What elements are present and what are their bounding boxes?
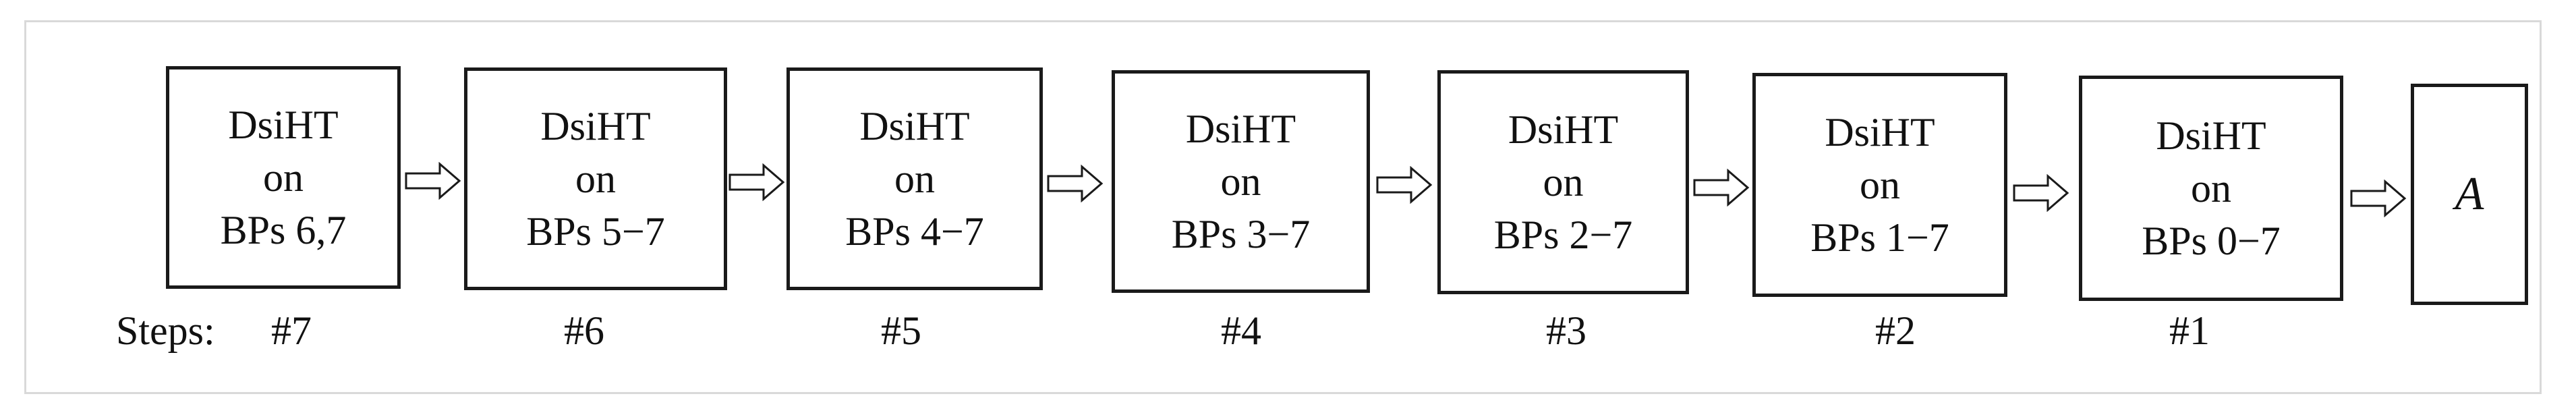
box-line-bitplanes: BPs 3−7 bbox=[1171, 212, 1311, 256]
process-box-step-3: DsiHT on BPs 2−7 bbox=[1437, 70, 1689, 294]
box-line-on: on bbox=[2190, 166, 2231, 211]
process-box-text: DsiHT on BPs 4−7 bbox=[845, 100, 984, 258]
process-box-step-7: DsiHT on BPs 6,7 bbox=[166, 66, 401, 289]
box-line-title: DsiHT bbox=[228, 103, 339, 147]
process-box-text: DsiHT on BPs 5−7 bbox=[526, 100, 665, 258]
process-box-text: DsiHT on BPs 0−7 bbox=[2142, 109, 2281, 267]
right-arrow-icon bbox=[2350, 179, 2407, 217]
process-box-step-4: DsiHT on BPs 3−7 bbox=[1112, 70, 1370, 293]
step-number-3: #3 bbox=[1546, 308, 1586, 353]
box-line-bitplanes: BPs 0−7 bbox=[2142, 219, 2281, 263]
step-number-6: #6 bbox=[564, 308, 604, 353]
process-box-step-2: DsiHT on BPs 1−7 bbox=[1752, 73, 2007, 297]
final-output-label: A bbox=[2455, 168, 2484, 220]
final-output-box: A bbox=[2411, 84, 2528, 305]
process-box-step-6: DsiHT on BPs 5−7 bbox=[464, 67, 727, 290]
diagram-frame bbox=[24, 20, 2542, 394]
box-line-bitplanes: BPs 2−7 bbox=[1493, 213, 1633, 257]
process-box-text: DsiHT on BPs 2−7 bbox=[1494, 103, 1633, 261]
box-line-on: on bbox=[575, 157, 616, 201]
right-arrow-icon bbox=[728, 163, 785, 201]
box-line-title: DsiHT bbox=[1185, 107, 1296, 151]
process-box-text: DsiHT on BPs 6,7 bbox=[221, 99, 347, 256]
step-number-4: #4 bbox=[1221, 308, 1261, 353]
box-line-title: DsiHT bbox=[2156, 113, 2266, 158]
box-line-on: on bbox=[894, 157, 935, 201]
box-line-title: DsiHT bbox=[1508, 107, 1619, 152]
step-number-5: #5 bbox=[881, 308, 921, 353]
process-box-text: DsiHT on BPs 1−7 bbox=[1810, 106, 1949, 264]
box-line-title: DsiHT bbox=[1825, 110, 1935, 155]
box-line-bitplanes: BPs 5−7 bbox=[526, 209, 665, 254]
right-arrow-icon bbox=[1693, 169, 1750, 206]
right-arrow-icon bbox=[1376, 166, 1433, 204]
box-line-bitplanes: BPs 4−7 bbox=[845, 209, 984, 254]
steps-caption: Steps: bbox=[116, 308, 215, 353]
step-number-1: #1 bbox=[2169, 308, 2210, 353]
step-number-2: #2 bbox=[1875, 308, 1916, 353]
right-arrow-icon bbox=[1047, 165, 1104, 202]
box-line-title: DsiHT bbox=[859, 104, 970, 148]
process-box-step-1: DsiHT on BPs 0−7 bbox=[2079, 76, 2343, 301]
box-line-title: DsiHT bbox=[540, 104, 651, 148]
step-number-7: #7 bbox=[271, 308, 312, 353]
process-box-text: DsiHT on BPs 3−7 bbox=[1172, 103, 1311, 260]
box-line-bitplanes: BPs 1−7 bbox=[1810, 215, 1949, 260]
right-arrow-icon bbox=[405, 162, 461, 200]
box-line-on: on bbox=[1220, 159, 1261, 204]
process-box-step-5: DsiHT on BPs 4−7 bbox=[786, 67, 1043, 290]
box-line-on: on bbox=[263, 155, 304, 200]
box-line-bitplanes: BPs 6,7 bbox=[220, 208, 347, 252]
box-line-on: on bbox=[1543, 160, 1584, 204]
right-arrow-icon bbox=[2013, 174, 2069, 212]
box-line-on: on bbox=[1859, 163, 1900, 207]
